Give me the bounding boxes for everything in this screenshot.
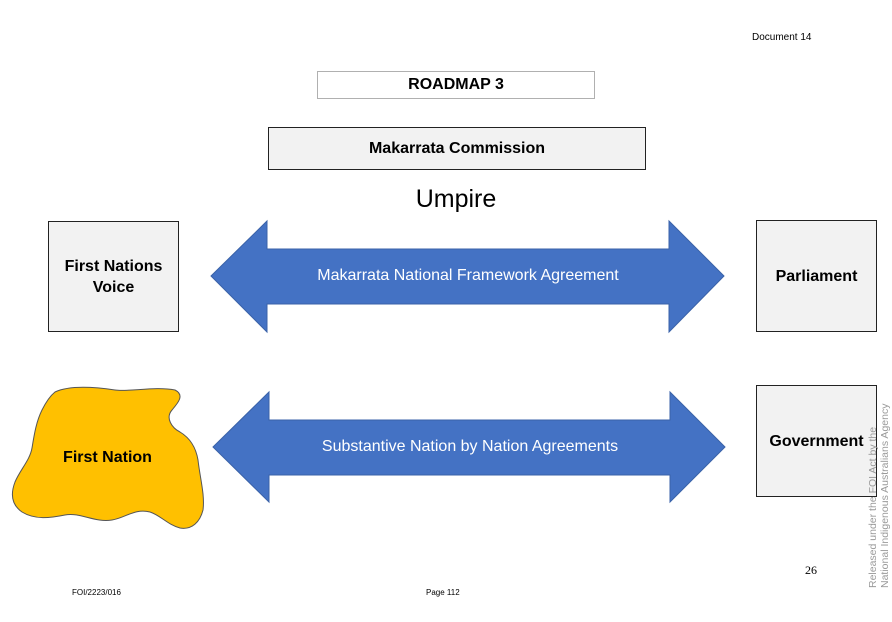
first-nations-voice-line1: First Nations: [64, 257, 163, 275]
parliament-label: Parliament: [775, 267, 858, 285]
roadmap-title-box: ROADMAP 3: [317, 71, 595, 99]
first-nation-label: First Nation: [63, 449, 152, 466]
makarrata-commission-box: Makarrata Commission: [268, 127, 646, 170]
watermark-line2: National Indigenous Australians Agency: [879, 403, 891, 588]
page-label: Page 112: [426, 588, 460, 597]
nation-agreements-arrow: [212, 390, 726, 504]
roadmap-title: ROADMAP 3: [408, 76, 504, 93]
first-nations-voice-box: First Nations Voice: [48, 221, 179, 332]
umpire-label: Umpire: [415, 185, 497, 213]
slide-page-number: 26: [805, 563, 817, 577]
watermark-line1: Released under the FOI Act by the: [867, 426, 879, 588]
government-label: Government: [769, 432, 864, 450]
framework-agreement-arrow: [210, 219, 725, 334]
first-nation-shape: [11, 386, 204, 529]
document-number: Document 14: [752, 32, 812, 43]
parliament-box: Parliament: [756, 220, 877, 332]
nation-agreements-label: Substantive Nation by Nation Agreements: [321, 438, 619, 455]
framework-agreement-label: Makarrata National Framework Agreement: [317, 267, 619, 284]
foi-reference: FOI/2223/016: [72, 588, 121, 597]
foi-watermark: Released under the FOI Act by the Nation…: [867, 403, 892, 588]
first-nations-voice-line2: Voice: [92, 278, 135, 296]
makarrata-commission-label: Makarrata Commission: [368, 139, 546, 157]
government-box: Government: [756, 385, 877, 497]
